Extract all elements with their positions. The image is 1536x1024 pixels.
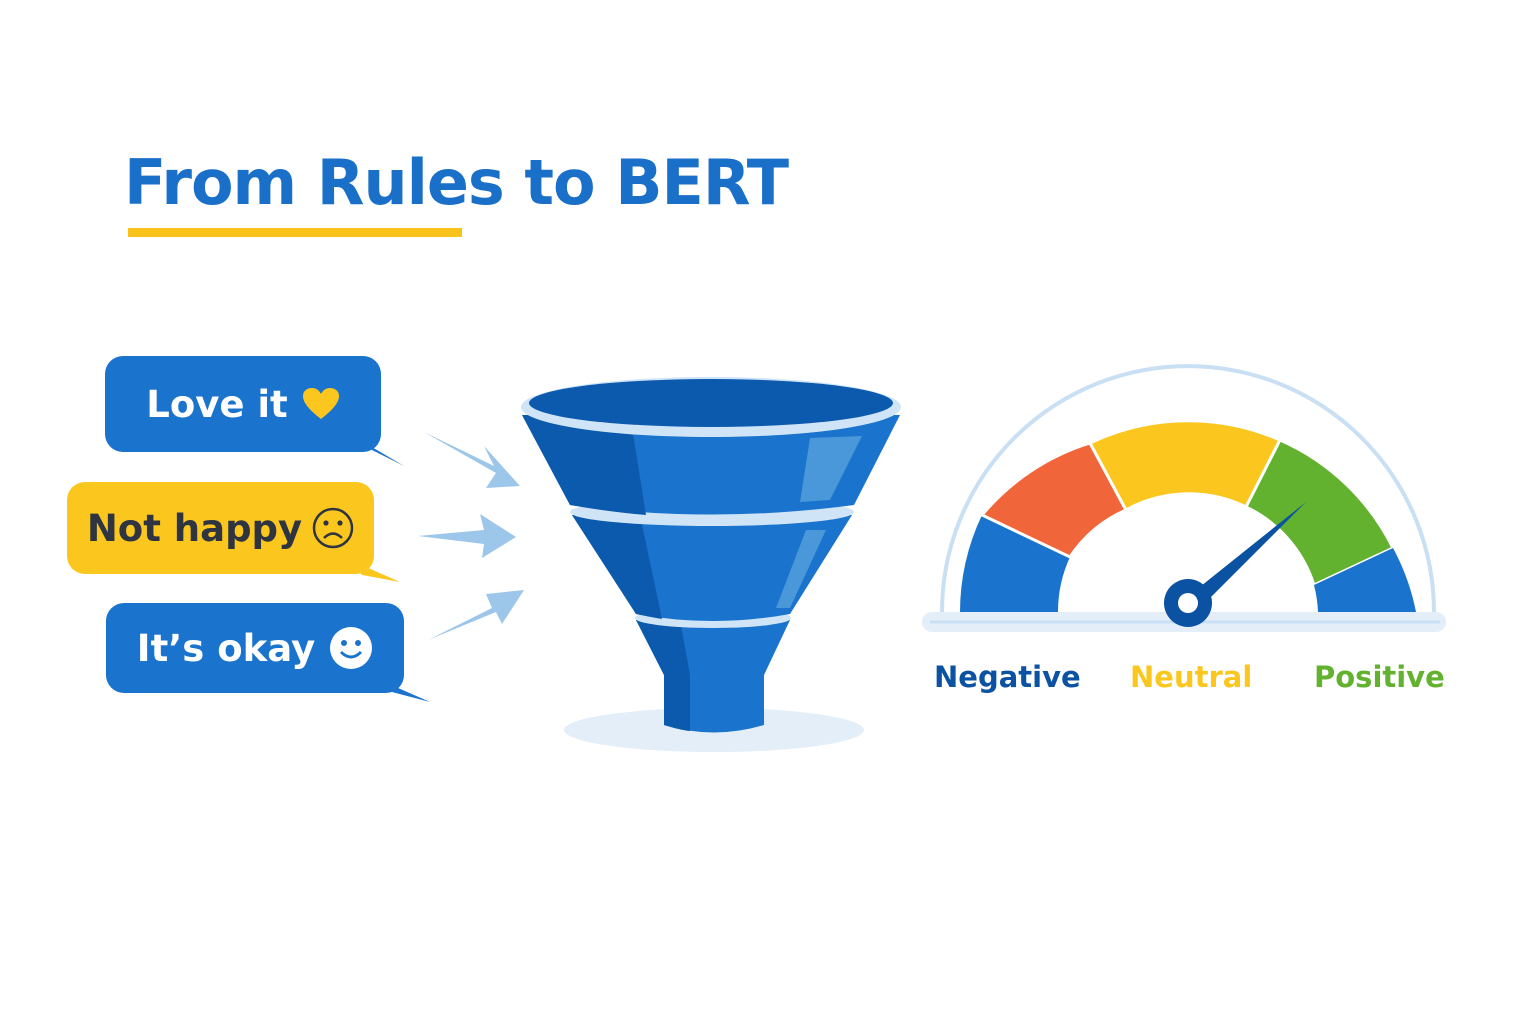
arrow-icon xyxy=(418,514,516,558)
input-bubble-not-happy: Not happy xyxy=(67,482,374,574)
gauge-label-negative: Negative xyxy=(934,660,1081,694)
input-arrows xyxy=(418,432,524,640)
gauge-label-neutral: Neutral xyxy=(1130,660,1253,694)
gauge-label-positive: Positive xyxy=(1314,660,1445,694)
input-bubble-love-it: Love it xyxy=(105,356,381,452)
title-underline xyxy=(128,228,462,237)
arrow-icon xyxy=(424,432,520,488)
smiley-face-icon xyxy=(329,626,373,670)
input-bubble-its-okay: It’s okay xyxy=(106,603,404,693)
heart-icon xyxy=(302,387,340,421)
sad-face-icon xyxy=(312,507,354,549)
page-title: From Rules to BERT xyxy=(124,146,789,219)
arrow-icon xyxy=(428,590,524,640)
